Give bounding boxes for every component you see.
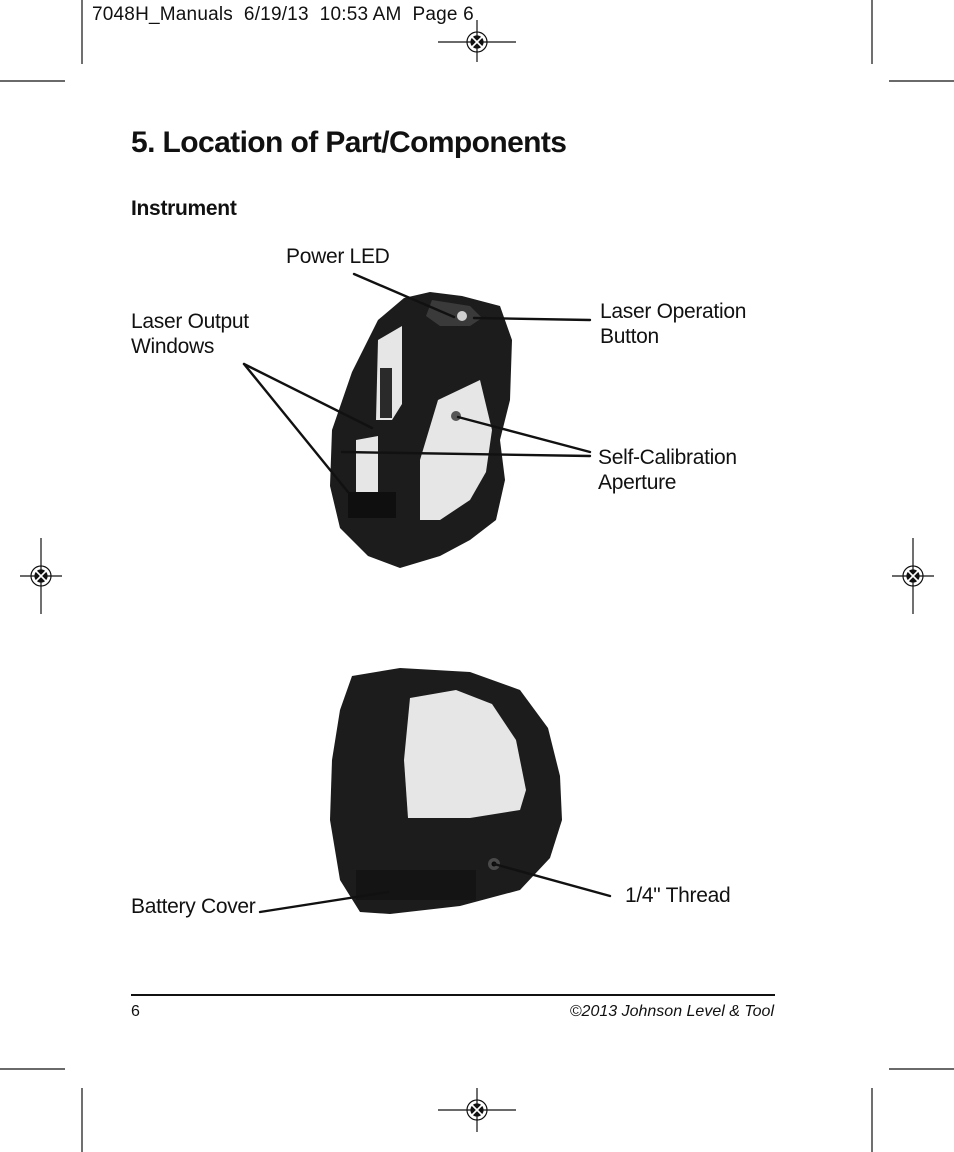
label-laser-output-line1: Laser Output (131, 310, 249, 333)
label-laser-operation-button: Laser Operation Button (600, 299, 746, 349)
device-bottom-window-shape (404, 690, 526, 818)
label-laser-button-line1: Laser Operation (600, 300, 747, 323)
leader-power-led (352, 272, 456, 319)
label-laser-button-line2: Button (600, 325, 659, 348)
page-number: 6 (131, 1003, 140, 1020)
leader-self-cal-lower (340, 450, 592, 458)
device-output-slot (380, 368, 392, 418)
label-laser-output-windows: Laser Output Windows (131, 309, 249, 359)
leader-laser-output-lower (242, 362, 350, 494)
label-power-led: Power LED (286, 245, 390, 268)
copyright-notice: ©2013 Johnson Level & Tool (569, 1003, 774, 1020)
device-top-cap (426, 300, 482, 326)
label-self-cal-line1: Self-Calibration (598, 446, 737, 469)
leader-laser-output-upper (242, 362, 374, 430)
section-title: 5. Location of Part/Components (131, 126, 567, 159)
device-side-window-shape (420, 380, 492, 520)
device-lower-window-shape (356, 436, 378, 508)
footer-rule (131, 994, 775, 996)
leader-self-cal-upper (456, 415, 592, 454)
self-calibration-aperture-icon (451, 411, 461, 421)
leader-laser-button (472, 316, 592, 322)
print-slug-line: 7048H_Manuals 6/19/13 10:53 AM Page 6 (92, 4, 474, 25)
power-led-icon (457, 311, 467, 321)
label-self-calibration-aperture: Self-Calibration Aperture (598, 445, 737, 495)
leader-battery-cover (258, 890, 390, 914)
label-battery-cover: Battery Cover (131, 895, 256, 918)
device-grip-base (348, 492, 396, 518)
label-thread: 1/4" Thread (625, 884, 731, 907)
leader-thread (492, 862, 612, 898)
registration-mark-bottom-icon (438, 1088, 516, 1132)
label-self-cal-line2: Aperture (598, 471, 677, 494)
registration-mark-right-icon (892, 538, 934, 614)
label-laser-output-line2: Windows (131, 335, 215, 358)
registration-mark-left-icon (20, 538, 62, 614)
section-subtitle: Instrument (131, 197, 237, 220)
registration-mark-top-icon (438, 20, 516, 62)
